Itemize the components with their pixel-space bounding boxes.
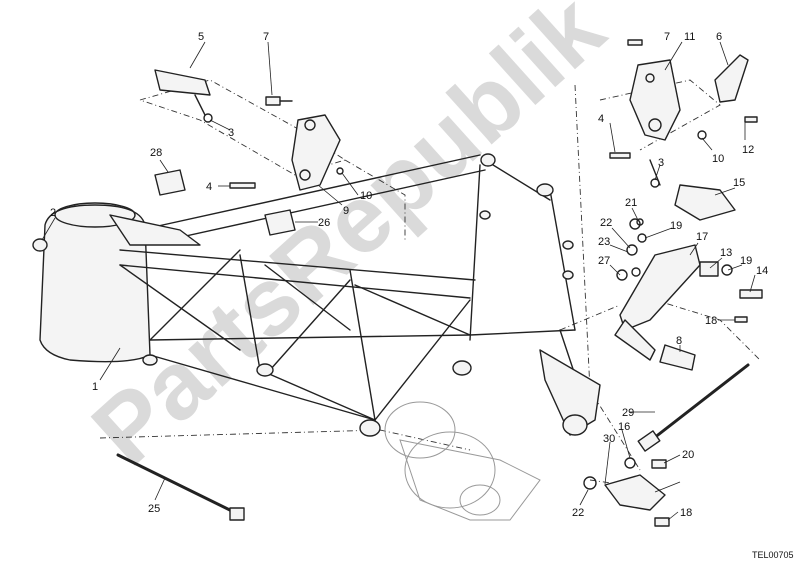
callout-18: 8 (676, 335, 682, 347)
callout-19: 17 (696, 231, 708, 243)
callout-11: 6 (716, 31, 722, 43)
callout-16: 30 (603, 433, 615, 445)
callout-27-upper: 19 (670, 220, 682, 232)
callout-15: 21 (625, 197, 637, 209)
callout-26: 28 (150, 147, 162, 159)
right-footpeg-group (609, 39, 758, 221)
callout-4-right: 4 (598, 113, 604, 125)
callout-6: 12 (742, 144, 754, 156)
callout-7-right: 7 (664, 31, 670, 43)
callout-21-upper: 22 (600, 217, 612, 229)
frame-main (39, 153, 601, 437)
callout-2: 2 (50, 207, 56, 219)
callout-22: 23 (598, 236, 610, 248)
callout-28: 11 (684, 31, 695, 43)
callout-21-lower: 22 (572, 507, 584, 519)
callout-8: 29 (622, 407, 634, 419)
callout-17: 13 (720, 247, 732, 259)
callout-5: 5 (198, 31, 204, 43)
brake-pedal-group (614, 218, 763, 371)
engine-ghost (384, 401, 541, 521)
callout-30: 20 (682, 449, 694, 461)
drawing-code: TEL00705 (752, 550, 794, 560)
callout-13: 14 (756, 265, 768, 277)
callout-27-lower: 19 (740, 255, 752, 267)
left-footpeg-group (32, 69, 344, 252)
callout-10-left: 10 (360, 190, 372, 202)
callout-9: 9 (343, 205, 349, 217)
callout-23: 27 (598, 255, 610, 267)
callout-14-lower: 18 (680, 507, 692, 519)
callout-14-upper: 18 (705, 315, 717, 327)
callout-4-left: 4 (206, 181, 212, 193)
callout-24: 25 (148, 503, 160, 515)
callout-25: 26 (318, 217, 330, 229)
callout-3-left: 3 (228, 127, 234, 139)
callout-29: 16 (618, 421, 630, 433)
leader-lines (41, 41, 756, 521)
callout-7-left: 7 (263, 31, 269, 43)
callout-labels: 5 7 3 4 9 10 28 26 2 1 25 7 11 6 12 10 4… (50, 31, 768, 519)
callout-10-right: 10 (712, 153, 724, 165)
callout-12: 15 (733, 177, 745, 189)
rods-linkage (116, 363, 750, 527)
callout-3-right: 3 (658, 157, 664, 169)
callout-1: 1 (92, 381, 98, 393)
